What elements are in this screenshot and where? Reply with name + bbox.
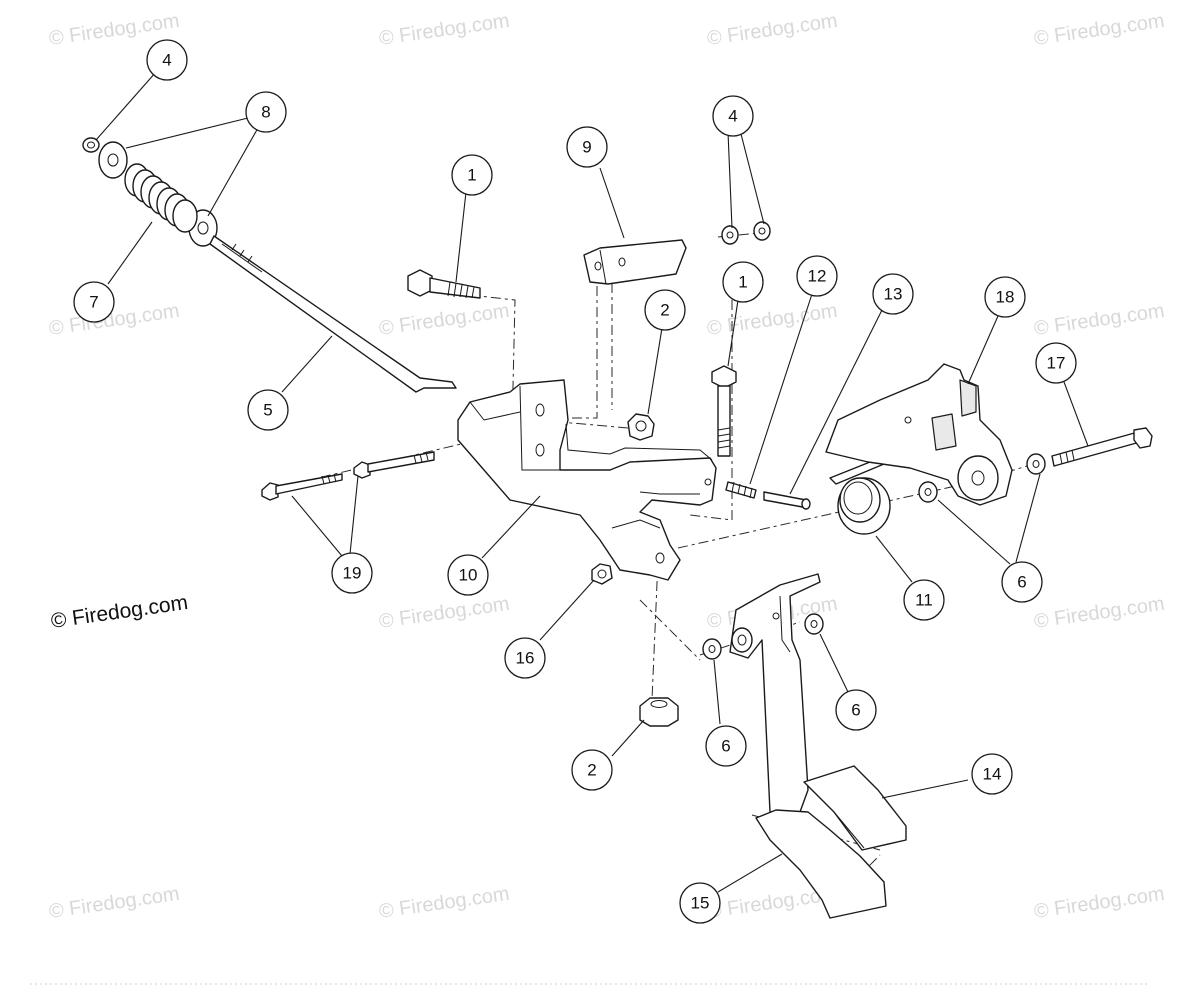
callout-label: 6 bbox=[851, 701, 860, 720]
callout-6b: 6 bbox=[835, 689, 877, 731]
callout-label: 1 bbox=[738, 273, 747, 292]
part-washers-6-lower bbox=[702, 613, 824, 660]
callout-label: 10 bbox=[459, 566, 478, 585]
watermark: © Firedog.com bbox=[1033, 300, 1166, 340]
callout-label: 6 bbox=[721, 737, 730, 756]
callout-label: 13 bbox=[884, 285, 903, 304]
callout-19: 19 bbox=[331, 552, 373, 594]
callout-label: 19 bbox=[343, 564, 362, 583]
part-bolt-1-right bbox=[711, 365, 737, 457]
watermark: © Firedog.com bbox=[48, 883, 181, 923]
callout-2b: 2 bbox=[571, 749, 613, 791]
callout-1a: 1 bbox=[451, 154, 493, 196]
callout-label: 17 bbox=[1047, 354, 1066, 373]
callout-label: 16 bbox=[516, 649, 535, 668]
callout-17: 17 bbox=[1035, 342, 1077, 384]
part-spring-12 bbox=[725, 481, 757, 499]
callout-label: 9 bbox=[582, 138, 591, 157]
callout-13: 13 bbox=[872, 273, 914, 315]
part-rod-5 bbox=[209, 235, 457, 393]
callout-8: 8 bbox=[245, 91, 287, 133]
callout-6a: 6 bbox=[1001, 561, 1043, 603]
leader-lines bbox=[95, 71, 1089, 893]
part-bolts-19 bbox=[261, 451, 435, 501]
part-nut-16 bbox=[591, 563, 613, 585]
watermark: © Firedog.com bbox=[378, 883, 511, 923]
callout-label: 4 bbox=[728, 107, 737, 126]
callout-9: 9 bbox=[566, 126, 608, 168]
part-spring-7 bbox=[124, 163, 198, 233]
part-pad-14 bbox=[803, 765, 907, 851]
part-nuts-4-right bbox=[721, 221, 771, 245]
watermark: © Firedog.com bbox=[706, 300, 839, 340]
part-bumper-9 bbox=[583, 239, 687, 285]
callout-label: 5 bbox=[263, 401, 272, 420]
part-pedal-arm bbox=[729, 573, 821, 813]
callout-label: 6 bbox=[1017, 573, 1026, 592]
callout-label: 7 bbox=[89, 293, 98, 312]
copyright-notice: © Firedog.com bbox=[49, 591, 189, 633]
watermark: © Firedog.com bbox=[378, 300, 511, 340]
callout-15: 15 bbox=[679, 882, 721, 924]
callout-label: 2 bbox=[660, 301, 669, 320]
callout-6c: 6 bbox=[705, 725, 747, 767]
callout-14: 14 bbox=[971, 753, 1013, 795]
part-bolt-17 bbox=[1051, 427, 1153, 467]
callout-12: 12 bbox=[796, 255, 838, 297]
callout-7: 7 bbox=[73, 281, 115, 323]
part-nut-4-topleft bbox=[82, 137, 100, 153]
callout-5: 5 bbox=[247, 389, 289, 431]
part-pin-13 bbox=[763, 491, 811, 510]
part-nut-2-lower bbox=[639, 697, 679, 727]
callout-2a: 2 bbox=[644, 289, 686, 331]
watermark: © Firedog.com bbox=[378, 593, 511, 633]
watermark: © Firedog.com bbox=[378, 10, 511, 50]
callout-1b: 1 bbox=[722, 261, 764, 303]
callout-11: 11 bbox=[903, 579, 945, 621]
part-bolt-1-left bbox=[407, 269, 481, 299]
part-washers-6-right bbox=[918, 453, 1046, 503]
callout-label: 8 bbox=[261, 103, 270, 122]
callout-label: 4 bbox=[162, 51, 171, 70]
callout-10: 10 bbox=[447, 554, 489, 596]
callout-label: 1 bbox=[467, 166, 476, 185]
watermark: © Firedog.com bbox=[706, 10, 839, 50]
watermark: © Firedog.com bbox=[1033, 883, 1166, 923]
callout-label: 18 bbox=[996, 288, 1015, 307]
callout-16: 16 bbox=[504, 637, 546, 679]
watermark: © Firedog.com bbox=[1033, 10, 1166, 50]
callout-label: 2 bbox=[587, 761, 596, 780]
part-bracket-10 bbox=[457, 379, 717, 581]
part-washer-8a bbox=[98, 141, 128, 179]
part-nut-2-upper bbox=[627, 413, 655, 441]
callout-label: 14 bbox=[983, 765, 1002, 784]
callout-label: 11 bbox=[915, 591, 933, 610]
callout-label: 15 bbox=[691, 894, 710, 913]
part-bracket-18 bbox=[825, 363, 1013, 506]
callout-4a: 4 bbox=[146, 39, 188, 81]
callout-18: 18 bbox=[984, 276, 1026, 318]
part-pedal-15 bbox=[755, 809, 887, 919]
callout-4b: 4 bbox=[712, 95, 754, 137]
part-spring-11 bbox=[829, 457, 891, 535]
callout-label: 12 bbox=[808, 267, 827, 286]
watermark: © Firedog.com bbox=[1033, 593, 1166, 633]
